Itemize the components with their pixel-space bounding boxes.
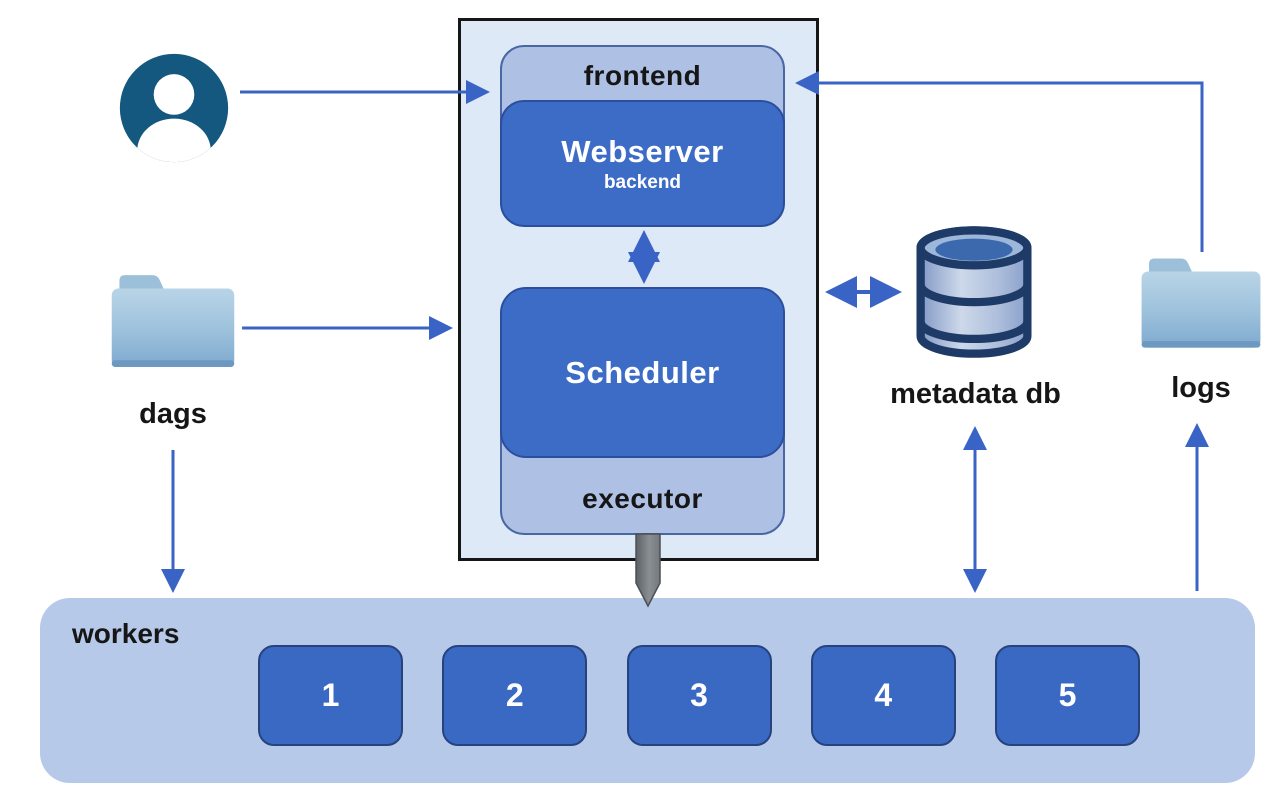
user-icon: [116, 50, 232, 166]
metadata-db-icon: [905, 215, 1043, 369]
webserver-label: Webserver: [561, 133, 724, 169]
logs-folder-icon: [1136, 252, 1266, 356]
worker-1-label: 1: [321, 677, 340, 713]
worker-4-label: 4: [874, 677, 893, 713]
worker-2-label: 2: [505, 677, 524, 713]
worker-5-label: 5: [1058, 677, 1077, 713]
worker-box-1: 1: [258, 645, 403, 746]
metadata-db-label: metadata db: [890, 378, 1061, 410]
executor-label: executor: [582, 483, 703, 514]
dags-label: dags: [139, 398, 207, 430]
webserver-box: Webserver backend: [500, 100, 785, 227]
worker-row: 1 2 3 4 5: [258, 645, 1140, 746]
scheduler-label: Scheduler: [565, 354, 720, 390]
workers-label: workers: [72, 618, 180, 649]
worker-box-4: 4: [810, 645, 956, 746]
worker-box-2: 2: [442, 645, 588, 746]
scheduler-box: Scheduler: [500, 287, 785, 458]
worker-box-5: 5: [995, 645, 1140, 746]
worker-3-label: 3: [690, 677, 708, 713]
worker-box-3: 3: [626, 645, 772, 746]
dags-folder-icon: [106, 268, 240, 380]
logs-label: logs: [1171, 372, 1231, 404]
frontend-label: frontend: [583, 60, 702, 91]
webserver-sublabel: backend: [603, 171, 682, 193]
